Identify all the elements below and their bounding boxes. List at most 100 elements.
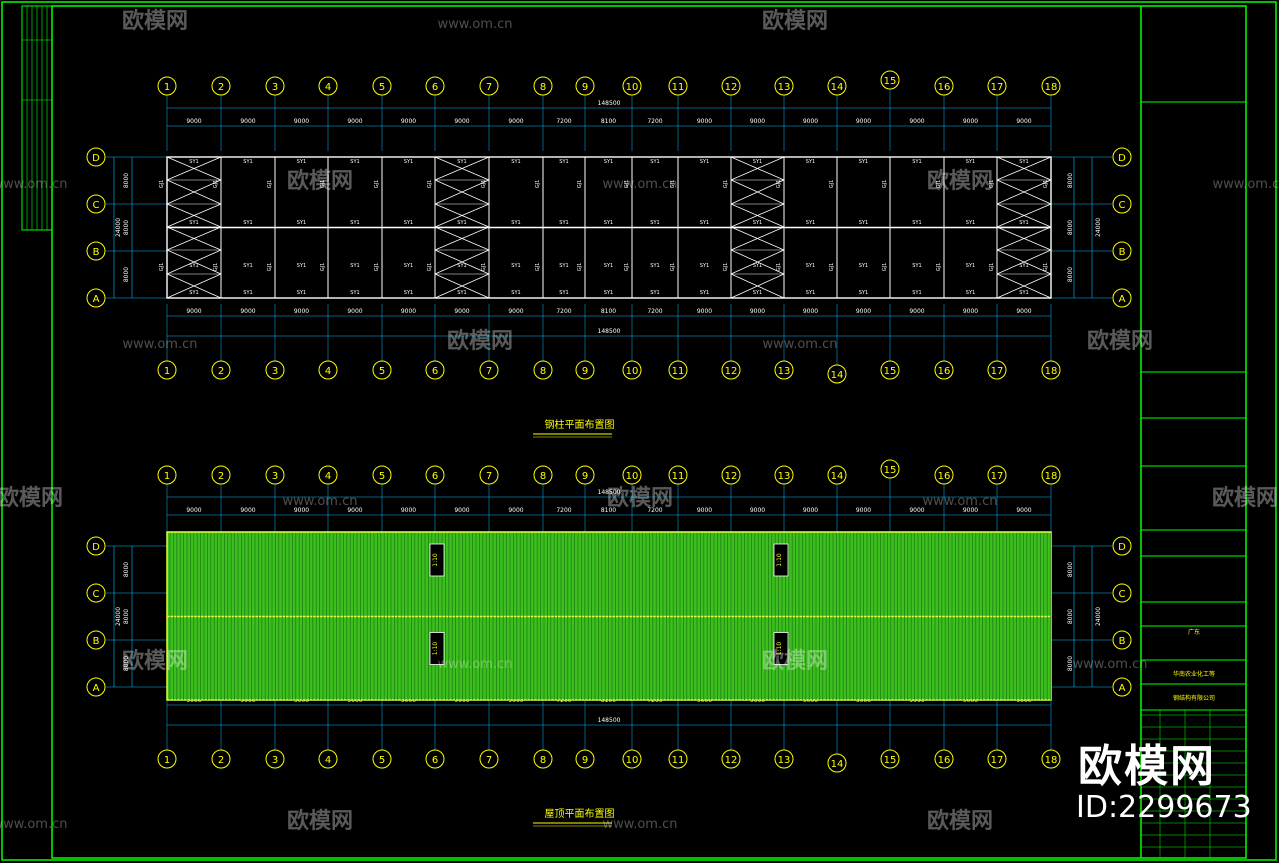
axis-label: 10 <box>626 471 639 482</box>
member-code: GJ1 <box>936 180 942 189</box>
axis-label: 3 <box>272 366 278 377</box>
axis-bubble <box>1112 677 1132 697</box>
axis-bubble <box>425 360 445 380</box>
member-code: GJ1 <box>481 180 487 189</box>
cross-brace <box>434 226 490 251</box>
axis-label: D <box>1118 542 1126 553</box>
axis-label: 16 <box>938 755 951 766</box>
cross-brace <box>730 156 785 181</box>
skylight <box>773 632 789 665</box>
cross-brace <box>730 249 785 275</box>
axis-label: 1 <box>164 366 170 377</box>
dim-span: 9000 <box>697 118 712 125</box>
member-code: SY1 <box>350 290 359 296</box>
axis-bubble <box>721 749 741 769</box>
axis-label: 13 <box>778 755 791 766</box>
axis-label: 11 <box>672 366 685 377</box>
member-code: SY1 <box>559 290 568 296</box>
axis-bubble <box>934 465 954 485</box>
member-code: SY1 <box>650 220 659 226</box>
plan-title: 钢柱平面布置图 <box>545 418 615 431</box>
dim-bay: 8000 <box>1067 656 1074 671</box>
dim-span: 7200 <box>647 118 662 125</box>
watermarks: 欧模网欧模网欧模网欧模网欧模网欧模网欧模网欧模网欧模网欧模网欧模网欧模网欧模网w… <box>0 8 1279 834</box>
axis-bubble <box>622 76 642 96</box>
member-code: SY1 <box>243 263 252 269</box>
dim-span: 9000 <box>508 507 523 514</box>
axis-label: 14 <box>831 370 844 381</box>
axis-bubble <box>622 465 642 485</box>
axis-label: 3 <box>272 471 278 482</box>
member-code: GJ1 <box>624 263 630 272</box>
dim-span: 9000 <box>750 118 765 125</box>
axis-bubble <box>1112 536 1132 556</box>
member-code: SY1 <box>1019 290 1028 296</box>
axis-label: A <box>1119 683 1126 694</box>
axis-bubble <box>880 459 900 479</box>
axis-label: 12 <box>725 755 738 766</box>
axis-bubble <box>318 749 338 769</box>
member-code: GJ1 <box>936 263 942 272</box>
dim-bay: 8000 <box>1067 609 1074 624</box>
member-code: GJ1 <box>213 180 219 189</box>
dim-span: 9000 <box>294 308 309 315</box>
axis-label: A <box>93 683 100 694</box>
watermark-logo-text: 欧模网 <box>0 485 63 511</box>
axis-bubble <box>1041 749 1061 769</box>
axis-bubble <box>86 194 106 214</box>
member-code: SY1 <box>700 159 709 165</box>
axis-bubble <box>86 583 106 603</box>
member-code: SY1 <box>189 220 198 226</box>
cross-brace <box>996 203 1052 228</box>
axis-bubble <box>987 465 1007 485</box>
axis-bubble <box>774 749 794 769</box>
axis-bubble <box>157 465 177 485</box>
axis-bubble <box>479 76 499 96</box>
cross-brace <box>996 273 1052 299</box>
dim-span: 9000 <box>294 118 309 125</box>
member-code: SY1 <box>650 263 659 269</box>
member-code: SY1 <box>350 159 359 165</box>
axis-label: B <box>1119 247 1126 258</box>
axis-bubble <box>372 360 392 380</box>
member-code: SY1 <box>859 263 868 269</box>
axis-bubble <box>533 76 553 96</box>
member-code: GJ1 <box>829 180 835 189</box>
member-code: SY1 <box>753 263 762 269</box>
cross-brace <box>434 249 490 275</box>
axis-label: 1 <box>164 471 170 482</box>
axis-label: 6 <box>432 471 438 482</box>
dim-span: 9000 <box>347 507 362 514</box>
axis-label: 2 <box>218 366 224 377</box>
watermark-url: www.om.cn <box>438 17 513 32</box>
dim-span: 9000 <box>803 308 818 315</box>
member-code: GJ1 <box>535 263 541 272</box>
member-code: GJ1 <box>723 180 729 189</box>
axis-bubble <box>987 76 1007 96</box>
cross-brace <box>996 226 1052 251</box>
axis-label: C <box>93 589 100 600</box>
axis-label: 2 <box>218 82 224 93</box>
watermark-url: www.om.cn <box>763 337 838 352</box>
member-code: SY1 <box>457 159 466 165</box>
axis-bubble <box>1112 241 1132 261</box>
cross-brace <box>166 249 222 275</box>
axis-bubble <box>668 465 688 485</box>
axis-bubble <box>934 360 954 380</box>
watermark-logo-text: 欧模网 <box>447 328 513 354</box>
axis-bubble <box>622 749 642 769</box>
axis-label: 14 <box>831 759 844 770</box>
axis-label: 8 <box>540 471 546 482</box>
axis-bubble <box>86 241 106 261</box>
dim-span: 9000 <box>856 507 871 514</box>
dim-span: 9000 <box>909 118 924 125</box>
axis-label: 2 <box>218 755 224 766</box>
axis-bubble <box>827 753 847 773</box>
member-code: GJ1 <box>374 263 380 272</box>
axis-label: 8 <box>540 82 546 93</box>
axis-bubble <box>880 749 900 769</box>
member-code: SY1 <box>559 263 568 269</box>
axis-label: 6 <box>432 755 438 766</box>
dim-span: 9000 <box>508 118 523 125</box>
axis-bubble <box>211 465 231 485</box>
